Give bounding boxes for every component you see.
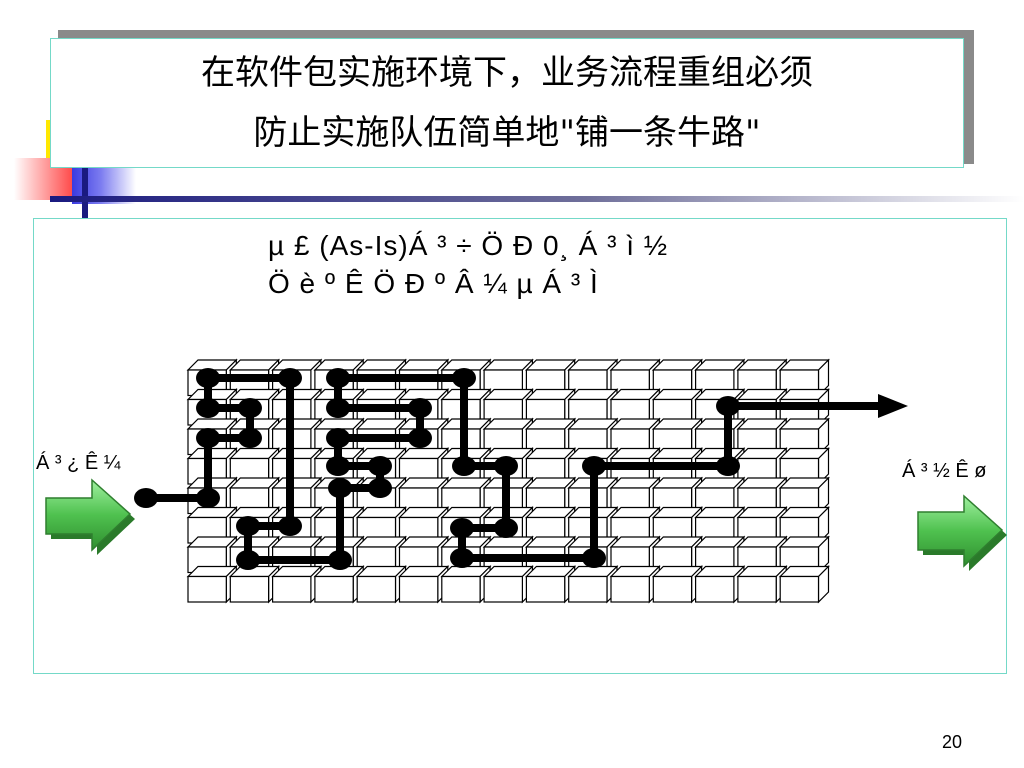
grid-cube (567, 565, 619, 604)
grid-cube (228, 565, 281, 604)
path-node (716, 396, 740, 416)
path-node (328, 478, 352, 498)
grid-cube (313, 565, 365, 604)
grid-cube (694, 565, 746, 604)
grid-cube (524, 447, 577, 486)
path-node (196, 488, 220, 508)
title-line-2: 防止实施队伍简单地"铺一条牛路" (253, 113, 761, 153)
path-node (196, 368, 220, 388)
path-node (582, 456, 606, 476)
end-label: Á ³ ½ Ê ø (902, 460, 987, 482)
grid-cube (524, 565, 577, 604)
exit-arrowhead-icon (878, 394, 908, 418)
decoration-vertical-line (82, 150, 88, 220)
path-node (408, 398, 432, 418)
title-line-1: 在软件包实施环境下，业务流程重组必须 (201, 53, 813, 93)
grid-cube (778, 565, 830, 604)
grid-cube (186, 565, 238, 604)
path-node (236, 550, 260, 570)
path-node (408, 428, 432, 448)
path-node (494, 456, 518, 476)
path-node (326, 368, 350, 388)
path-node (452, 368, 476, 388)
path-node (450, 548, 474, 568)
path-node (368, 456, 392, 476)
grid-cube (398, 565, 450, 604)
path-node (278, 368, 302, 388)
path-node (328, 550, 352, 570)
end-arrow-icon (917, 494, 1007, 571)
path-nodes (134, 368, 740, 570)
page-number: 20 (941, 732, 963, 752)
path-node (196, 398, 220, 418)
path-node (494, 518, 518, 538)
grid-cube (355, 565, 407, 604)
start-label: Á ³ ¿ Ê ¼ (36, 452, 121, 474)
path-node (134, 488, 158, 508)
grid-cube (440, 565, 492, 604)
path-node (326, 456, 350, 476)
garbled-caption-line-2: Ö è º Ê Ö Ð º Â ¼ µ Á ³ Ì (268, 268, 599, 299)
grid-cube (609, 565, 661, 604)
path-node (452, 456, 476, 476)
path-node (450, 518, 474, 538)
path-node (326, 428, 350, 448)
path-node (196, 428, 220, 448)
path-node (716, 456, 740, 476)
garbled-caption-line-1: µ £ (As-Is)Á ³ ÷ Ö Ð 0¸ Á ³ ì ½ (268, 230, 669, 261)
grid-cube (778, 417, 830, 456)
path-node (278, 516, 302, 536)
path-node (236, 516, 260, 536)
decoration-horizontal-line (50, 196, 1024, 202)
start-arrow-icon (45, 478, 135, 555)
grid-cube (482, 565, 534, 604)
grid-cube (736, 565, 788, 604)
grid-cube (271, 565, 323, 604)
grid-cube (651, 565, 704, 604)
path-node (238, 428, 262, 448)
cube-grid (186, 358, 830, 604)
path-node (326, 398, 350, 418)
title-box: 在软件包实施环境下，业务流程重组必须 防止实施队伍简单地"铺一条牛路" (50, 38, 964, 168)
path-node (238, 398, 262, 418)
path-node (368, 478, 392, 498)
path-node (582, 548, 606, 568)
